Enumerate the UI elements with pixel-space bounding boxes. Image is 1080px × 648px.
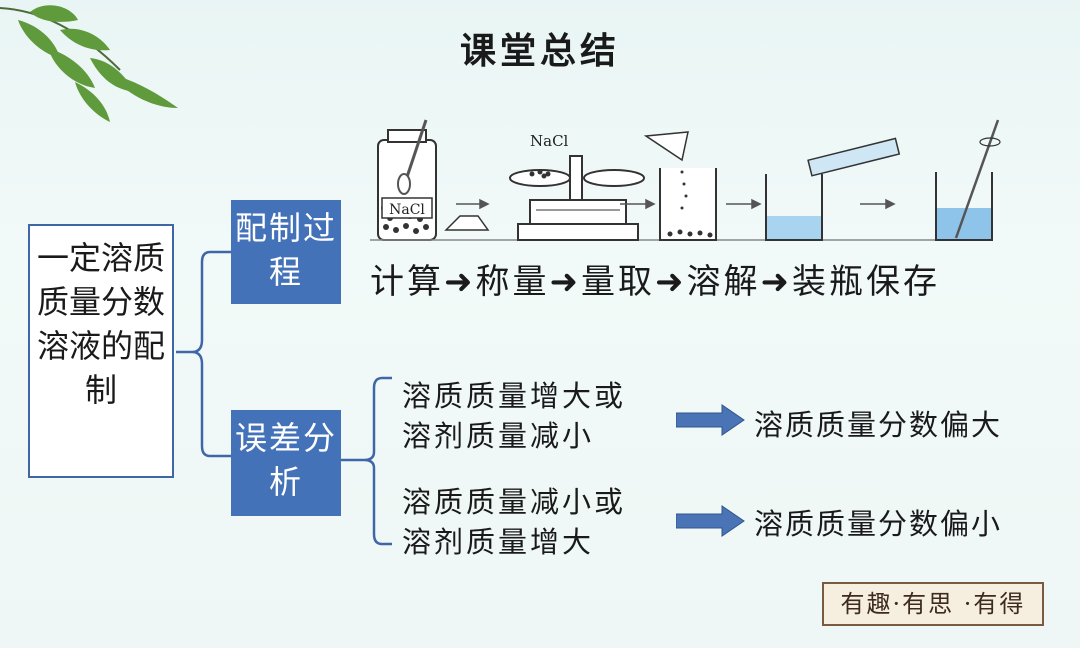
bottle-label: NaCl <box>389 202 425 218</box>
process-label-box: 配制过程 <box>231 200 341 304</box>
condition-line: 溶质质量减小或 <box>402 485 627 519</box>
beaker-water-icon <box>765 137 901 241</box>
error-condition-1: 溶质质量增大或 溶剂质量减小 <box>402 376 626 456</box>
beaker-pouring-icon <box>643 131 717 241</box>
condition-line: 溶质质量增大或 <box>402 379 627 413</box>
motto-stamp: 有趣·有思 ·有得 <box>822 582 1044 626</box>
error-result-1: 溶质质量分数偏大 <box>754 408 1003 442</box>
lab-procedure-illustration: NaCl NaCl <box>370 119 1001 241</box>
arrow-right-icon <box>676 404 745 436</box>
topic-box: 一定溶质质量分数溶液的配制 <box>28 224 174 478</box>
page-title: 课堂总结 <box>459 31 620 72</box>
reagent-bottle-icon <box>377 119 437 241</box>
beaker-stirring-icon <box>935 119 1001 241</box>
willow-leaves-decoration <box>0 5 178 122</box>
process-steps: 计算➜称量➜量取➜溶解➜装瓶保存 <box>370 262 940 302</box>
condition-line: 溶剂质量增大 <box>402 525 595 559</box>
error-analysis-label-box: 误差分析 <box>231 410 341 516</box>
error-bracket <box>340 376 392 546</box>
condition-line: 溶剂质量减小 <box>402 419 595 453</box>
arrow-right-icon <box>676 505 745 537</box>
balance-icon <box>509 155 645 241</box>
main-bracket <box>176 250 232 458</box>
balance-label: NaCl <box>530 132 569 150</box>
error-result-2: 溶质质量分数偏小 <box>754 507 1003 541</box>
error-condition-2: 溶质质量减小或 溶剂质量增大 <box>402 482 626 562</box>
